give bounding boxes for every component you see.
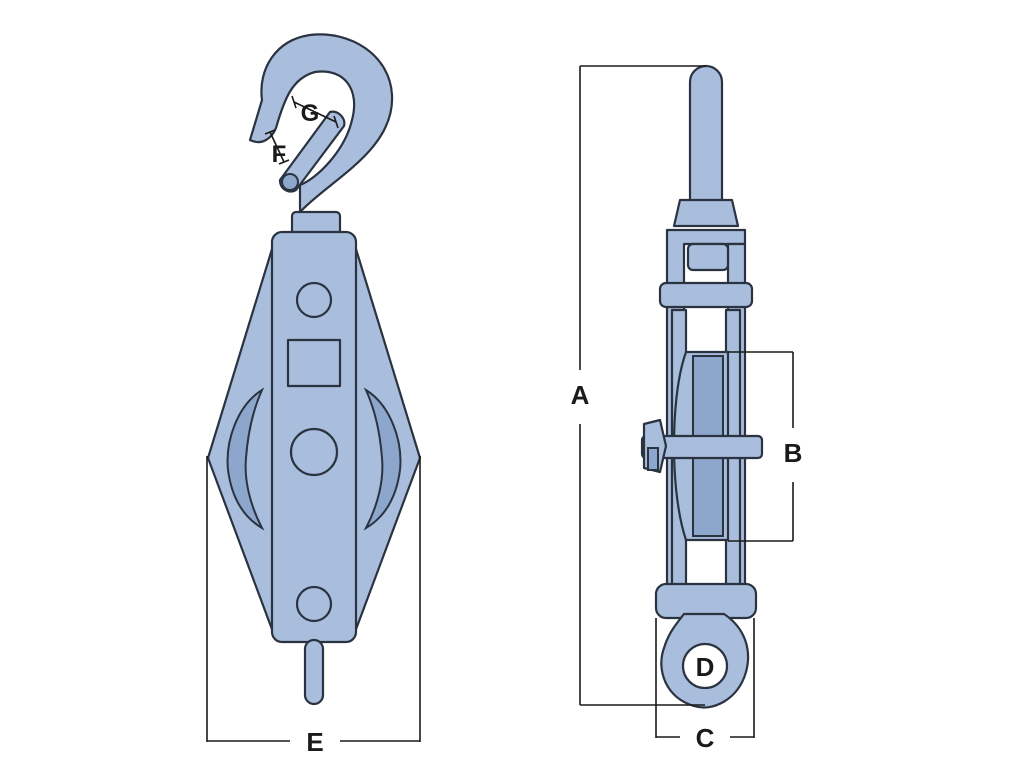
bottom-bolt	[295, 585, 333, 623]
dimension-e: E	[206, 456, 421, 757]
dimension-g: G	[291, 95, 339, 129]
label-e: E	[306, 727, 323, 757]
label-d: D	[696, 652, 715, 682]
side-view: D A B C	[571, 64, 803, 753]
eye-hole	[681, 642, 729, 690]
tail-pin	[303, 638, 325, 706]
left-slot	[226, 387, 265, 531]
label-c: C	[696, 723, 715, 753]
label-g: G	[301, 100, 320, 127]
hook-shank	[688, 64, 724, 218]
axle-washer	[647, 447, 659, 471]
dimension-b: B	[728, 351, 803, 542]
top-pin	[686, 242, 730, 272]
dimension-a: A	[571, 65, 706, 706]
label-f: F	[272, 141, 287, 168]
axle-bolt	[289, 427, 339, 477]
right-slot	[363, 387, 402, 531]
label-a: A	[571, 380, 590, 410]
swivel-hook	[248, 33, 394, 214]
center-window	[286, 338, 342, 388]
axle	[640, 434, 764, 460]
swivel-head	[672, 198, 740, 228]
dimension-c: C	[655, 618, 755, 753]
cross-bolt	[658, 281, 754, 309]
dimension-f: F	[264, 129, 290, 168]
front-view: E G F	[206, 33, 422, 757]
label-b: B	[784, 438, 803, 468]
top-bolt	[295, 281, 333, 319]
